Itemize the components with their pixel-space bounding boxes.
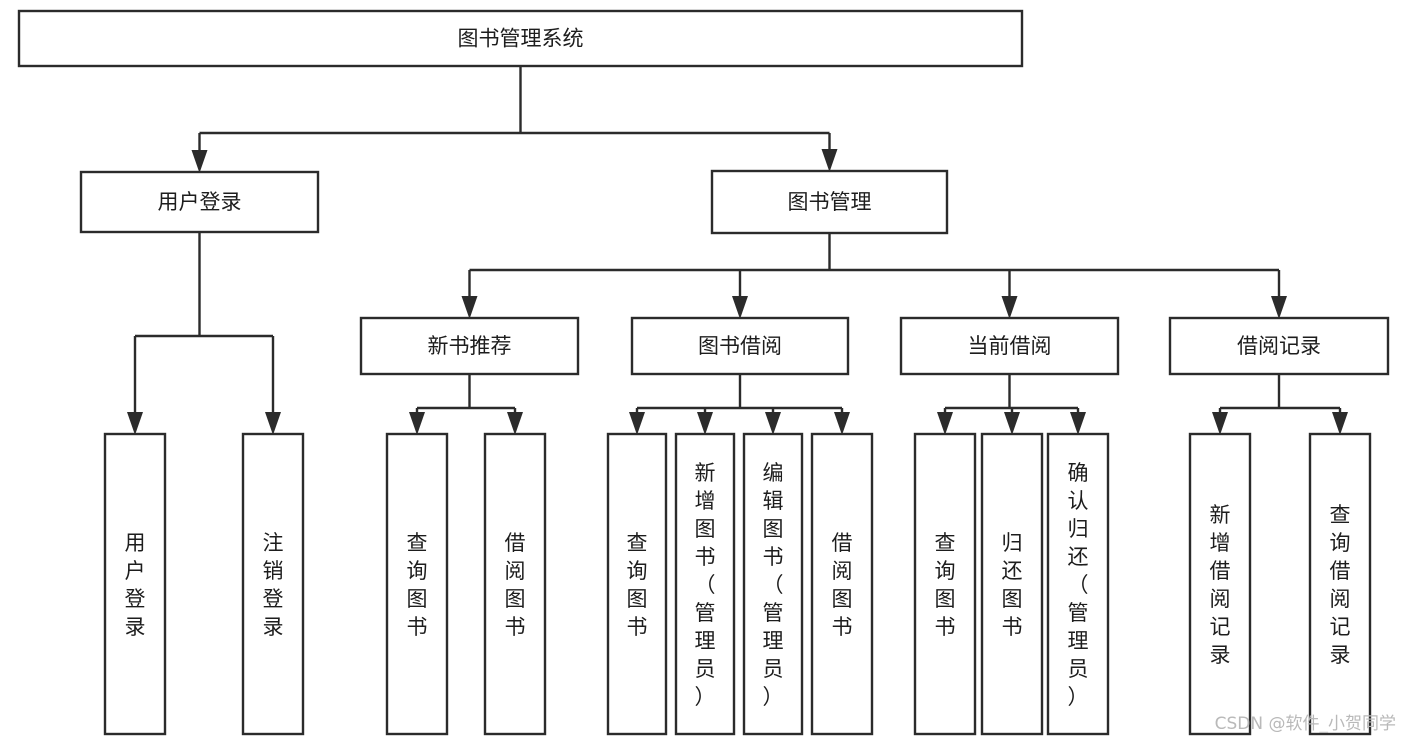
arrow-head-icon (1001, 296, 1018, 319)
node-label-leaf_query_book_3: 查询图书 (935, 531, 956, 639)
arrow-head-icon (265, 412, 281, 435)
arrow-head-icon (191, 150, 208, 173)
node-leaf_return_book[interactable]: 归还图书 (980, 432, 1044, 736)
node-box-leaf_query_book_1[interactable] (385, 432, 449, 736)
arrow-head-icon (409, 412, 425, 435)
node-current_borrow[interactable]: 当前借阅 (899, 316, 1120, 376)
arrow-head-icon (127, 412, 143, 435)
node-label-leaf_logout: 注销登录 (263, 531, 284, 639)
node-label-new_book_rec: 新书推荐 (428, 334, 512, 358)
node-box-leaf_borrow_book_2[interactable] (810, 432, 874, 736)
node-box-user_login[interactable] (79, 170, 320, 234)
arrow-head-icon (765, 412, 781, 435)
arrow-head-icon (937, 412, 953, 435)
node-box-leaf_add_record[interactable] (1188, 432, 1252, 736)
node-label-leaf_add_book: 新增图书（管理员） (695, 461, 716, 709)
node-box-leaf_borrow_book_1[interactable] (483, 432, 547, 736)
connector-group-book_borrow (629, 374, 850, 435)
node-leaf_add_record[interactable]: 新增借阅记录 (1188, 432, 1252, 736)
node-box-borrow_record[interactable] (1168, 316, 1390, 376)
node-box-leaf_user_login[interactable] (103, 432, 167, 736)
node-label-book_manage: 图书管理 (788, 190, 872, 214)
boxes-layer: 图书管理系统用户登录图书管理新书推荐图书借阅当前借阅借阅记录用户登录注销登录查询… (17, 9, 1390, 736)
arrow-head-icon (461, 296, 478, 319)
node-leaf_add_book[interactable]: 新增图书（管理员） (674, 432, 736, 736)
arrow-head-icon (697, 412, 713, 435)
connector-group-new_book_rec (409, 374, 523, 435)
node-box-current_borrow[interactable] (899, 316, 1120, 376)
node-label-current_borrow: 当前借阅 (968, 334, 1052, 358)
arrow-head-icon (1271, 296, 1287, 319)
node-label-leaf_confirm_return: 确认归还（管理员） (1068, 461, 1089, 709)
connector-group-borrow_record (1212, 374, 1348, 435)
arrow-head-icon (507, 412, 523, 435)
node-book_manage[interactable]: 图书管理 (710, 169, 949, 235)
node-root[interactable]: 图书管理系统 (17, 9, 1024, 68)
node-label-user_login: 用户登录 (158, 190, 242, 214)
node-label-leaf_user_login: 用户登录 (125, 531, 146, 639)
node-label-leaf_query_book_2: 查询图书 (627, 531, 648, 639)
node-label-leaf_query_book_1: 查询图书 (407, 531, 428, 639)
node-box-new_book_rec[interactable] (359, 316, 580, 376)
node-label-leaf_borrow_book_2: 借阅图书 (832, 531, 853, 639)
arrow-head-icon (1212, 412, 1228, 435)
node-book_borrow[interactable]: 图书借阅 (630, 316, 850, 376)
node-box-book_borrow[interactable] (630, 316, 850, 376)
node-box-leaf_query_record[interactable] (1308, 432, 1372, 736)
connector-group-current_borrow (937, 374, 1086, 435)
node-label-book_borrow: 图书借阅 (698, 334, 782, 358)
arrow-head-icon (821, 149, 838, 172)
node-box-leaf_logout[interactable] (241, 432, 305, 736)
node-borrow_record[interactable]: 借阅记录 (1168, 316, 1390, 376)
arrow-head-icon (629, 412, 645, 435)
arrow-head-icon (732, 296, 748, 319)
node-leaf_query_record[interactable]: 查询借阅记录 (1308, 432, 1372, 736)
node-box-leaf_return_book[interactable] (980, 432, 1044, 736)
node-leaf_borrow_book_1[interactable]: 借阅图书 (483, 432, 547, 736)
node-label-leaf_query_record: 查询借阅记录 (1330, 503, 1351, 667)
node-box-leaf_confirm_return[interactable] (1046, 432, 1110, 736)
node-leaf_query_book_3[interactable]: 查询图书 (913, 432, 977, 736)
connector-group-root (191, 66, 838, 173)
watermark-label: CSDN @软件_小贺同学 (1215, 714, 1396, 734)
node-label-leaf_add_record: 新增借阅记录 (1210, 503, 1231, 667)
node-box-root[interactable] (17, 9, 1024, 68)
connector-group-book_manage (461, 233, 1287, 319)
node-box-book_manage[interactable] (710, 169, 949, 235)
node-label-leaf_borrow_book_1: 借阅图书 (505, 531, 526, 639)
node-box-leaf_edit_book[interactable] (742, 432, 804, 736)
arrow-head-icon (834, 412, 850, 435)
node-label-borrow_record: 借阅记录 (1237, 334, 1321, 358)
node-box-leaf_add_book[interactable] (674, 432, 736, 736)
node-new_book_rec[interactable]: 新书推荐 (359, 316, 580, 376)
connector-group-user_login (127, 232, 281, 435)
node-leaf_logout[interactable]: 注销登录 (241, 432, 305, 736)
node-leaf_query_book_2[interactable]: 查询图书 (606, 432, 668, 736)
connectors-layer (127, 66, 1348, 435)
node-leaf_edit_book[interactable]: 编辑图书（管理员） (742, 432, 804, 736)
arrow-head-icon (1332, 412, 1348, 435)
node-box-leaf_query_book_3[interactable] (913, 432, 977, 736)
arrow-head-icon (1004, 412, 1020, 435)
node-user_login[interactable]: 用户登录 (79, 170, 320, 234)
node-leaf_user_login[interactable]: 用户登录 (103, 432, 167, 736)
node-leaf_confirm_return[interactable]: 确认归还（管理员） (1046, 432, 1110, 736)
node-label-root: 图书管理系统 (458, 27, 584, 51)
node-label-leaf_return_book: 归还图书 (1002, 531, 1023, 639)
node-leaf_query_book_1[interactable]: 查询图书 (385, 432, 449, 736)
node-box-leaf_query_book_2[interactable] (606, 432, 668, 736)
arrow-head-icon (1070, 412, 1086, 435)
node-leaf_borrow_book_2[interactable]: 借阅图书 (810, 432, 874, 736)
node-label-leaf_edit_book: 编辑图书（管理员） (763, 461, 784, 709)
